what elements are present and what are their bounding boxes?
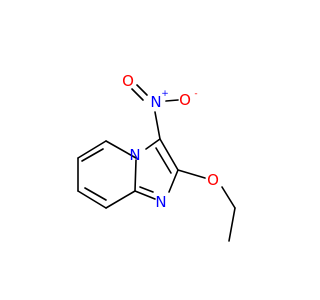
atom-nitro-o-double: O	[122, 72, 134, 90]
atom-ether-o: O	[207, 171, 219, 189]
bond-c5-c6-inner	[81, 148, 104, 162]
bond-nitro-n-o2-second	[131, 88, 144, 101]
atom-imine-n: N	[155, 193, 166, 211]
bond-c3-c2-inner	[155, 147, 172, 174]
bond-c3-c2	[159, 138, 179, 171]
atom-nitro-n: N	[150, 93, 161, 111]
bond-nitro-n-o2	[136, 84, 148, 96]
bond-ether-o-ch2	[221, 186, 236, 209]
bond-n-c3	[145, 138, 161, 150]
bond-nitro-n-o	[165, 99, 179, 102]
bond-c2-ether-o	[177, 169, 206, 179]
bond-c8-c8a	[105, 190, 136, 209]
nitro-o-minus-charge: -	[194, 89, 197, 99]
bond-ch2-ch3	[228, 207, 236, 242]
structure-canvas: N N N + O O - O	[77, 72, 236, 242]
nitro-n-plus-charge: +	[161, 89, 169, 99]
bond-c7-c8	[77, 190, 107, 209]
molecule-diagram: N N N + O O - O	[77, 72, 236, 242]
bond-c3-nitro-n	[154, 111, 161, 140]
bond-c7-c8-inner	[84, 187, 107, 201]
bond-c2-n1	[168, 169, 179, 193]
bond-n-c5	[105, 140, 137, 159]
bond-c8a-n	[134, 159, 137, 192]
bond-n1-c8a-inner	[139, 186, 154, 193]
bond-n1-c8a	[134, 190, 156, 200]
atom-nitro-o-minus: O	[179, 91, 191, 109]
bond-c5-c6	[77, 140, 107, 159]
atom-ring-n: N	[129, 146, 140, 164]
